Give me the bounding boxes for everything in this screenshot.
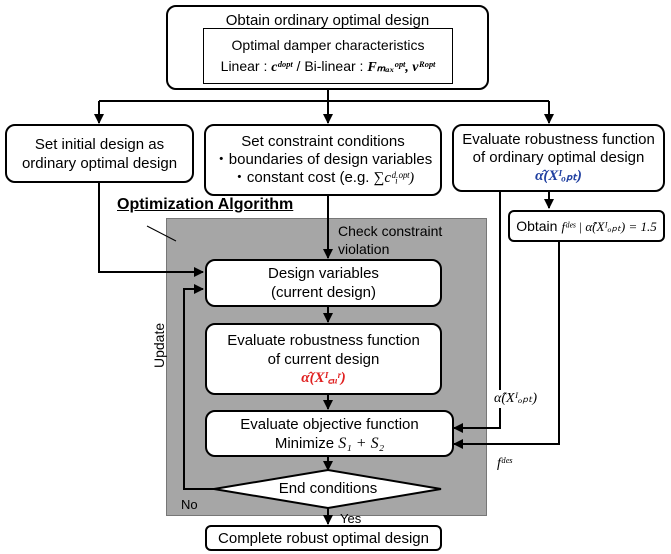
design-variables-line1: Design variables	[268, 265, 379, 282]
constraint-cost-expression: ∑cᵈᵢᵒᵖᵗ)	[373, 170, 415, 186]
objective-expression: S₁ + S₂	[338, 434, 385, 452]
ordinary-optimal-design-title: Obtain ordinary optimal design	[225, 12, 430, 29]
robust-ordinary-expression: α̂(Xᴵₒₚₜ)	[535, 168, 582, 184]
check-constraint-label-2: violation	[338, 241, 390, 257]
damper-characteristics-box: Optimal damper characteristics Linear : …	[203, 28, 453, 84]
robust-ordinary-box: Evaluate robustness function of ordinary…	[452, 124, 665, 192]
algorithm-leader-line	[146, 225, 177, 242]
linear-expression: cᵈᵒᵖᵗ	[271, 59, 293, 75]
initial-design-line1: Set initial design as	[34, 135, 165, 153]
arrow-no-loop	[183, 284, 214, 490]
complete-design-label: Complete robust optimal design	[218, 529, 429, 547]
robust-current-box: Evaluate robustness function of current …	[205, 323, 442, 395]
no-label: No	[181, 497, 198, 512]
optimization-algorithm-title: Optimization Algorithm	[117, 196, 294, 213]
damper-formula-row: Linear : cᵈᵒᵖᵗ / Bi-linear : Fₘₐₓᵒᵖᵗ, vᴿ…	[221, 57, 436, 77]
complete-design-box: Complete robust optimal design	[205, 525, 442, 551]
robust-current-line2: of current design	[267, 350, 380, 368]
arrow-alpha-to-objective	[453, 192, 501, 433]
fdes-annotation: fᵈᵉˢ	[497, 456, 512, 471]
design-variables-box: Design variables (current design)	[205, 259, 442, 307]
bilinear-expression: Fₘₐₓᵒᵖᵗ, vᴿᵒᵖᵗ	[367, 59, 436, 75]
linear-label: Linear :	[220, 57, 268, 74]
constraint-cost-text: ・constant cost (e.g.	[231, 169, 370, 186]
initial-design-line2: ordinary optimal design	[21, 154, 178, 172]
arrow-initial-to-design	[98, 183, 204, 277]
end-conditions-label: End conditions	[278, 480, 378, 497]
obtain-fdes-expression: fᵈᵉˢ | α̂(Xᴵₒₚₜ) = 1.5	[561, 218, 657, 234]
check-constraint-label: Check constraint	[338, 223, 443, 239]
objective-line1: Evaluate objective function	[240, 415, 419, 433]
constraint-boundaries: ・boundaries of design variables	[213, 151, 433, 168]
design-variables-line2: (current design)	[270, 284, 377, 301]
end-conditions-diamond	[213, 468, 442, 510]
objective-minimize-row: Minimize S₁ + S₂	[275, 434, 384, 453]
alpha-opt-annotation: α̂(Xᴵₒₚₜ)	[492, 390, 540, 408]
update-label: Update	[151, 322, 167, 368]
damper-characteristics-title: Optimal damper characteristics	[231, 36, 425, 53]
formula-separator: /	[296, 57, 301, 74]
robust-ordinary-line1: Evaluate robustness function	[462, 131, 655, 148]
obtain-fdes-label: Obtain	[516, 217, 558, 234]
constraint-cost-row: ・constant cost (e.g. ∑cᵈᵢᵒᵖᵗ)	[232, 169, 414, 187]
arrow-fdes-to-objective	[453, 238, 560, 449]
robust-ordinary-line2: of ordinary optimal design	[472, 149, 645, 166]
obtain-fdes-box: Obtain fᵈᵉˢ | α̂(Xᴵₒₚₜ) = 1.5	[508, 210, 665, 242]
bilinear-label: Bi-linear :	[304, 57, 364, 74]
robust-current-expression: α̂(Xᴵ꜀ᵤʳ)	[301, 369, 346, 386]
initial-design-box: Set initial design as ordinary optimal d…	[5, 124, 194, 183]
yes-label: Yes	[340, 511, 362, 526]
constraint-conditions-box: Set constraint conditions ・boundaries of…	[204, 124, 442, 196]
robust-current-line1: Evaluate robustness function	[227, 331, 420, 349]
constraint-title: Set constraint conditions	[241, 133, 405, 150]
minimize-label: Minimize	[274, 434, 335, 452]
objective-function-box: Evaluate objective function Minimize S₁ …	[205, 410, 454, 457]
